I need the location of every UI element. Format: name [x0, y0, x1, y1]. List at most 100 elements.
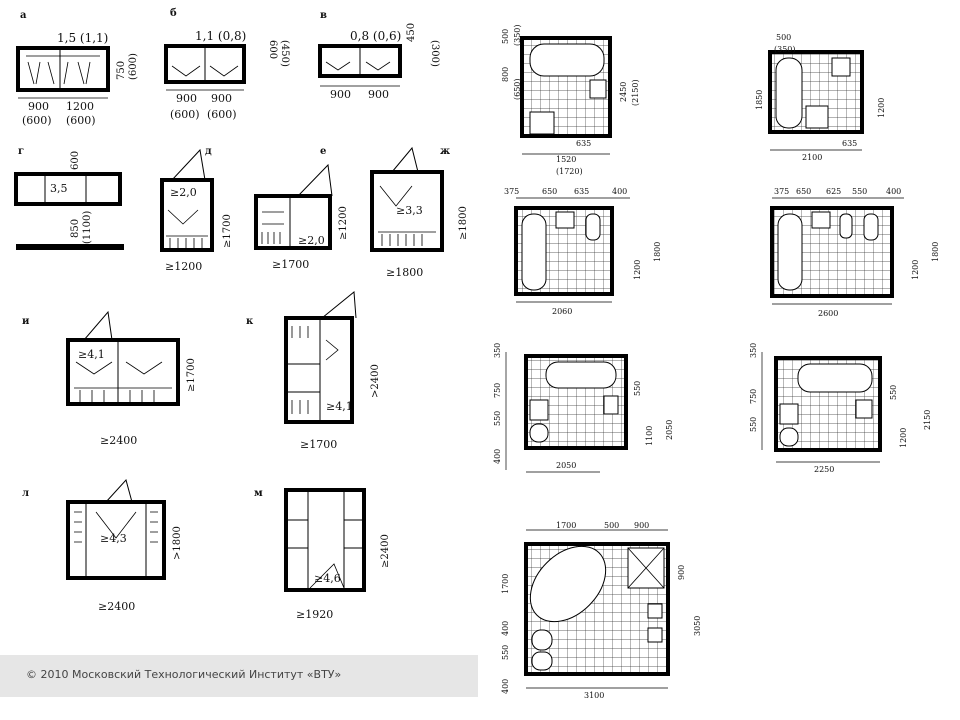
plan-r7: 1700 500 900 1700 400 550 400 900 3050 3… — [501, 521, 702, 700]
plan-r1-left-2: (650) — [513, 78, 522, 100]
plan-r5-right-1: 550 — [633, 381, 642, 396]
plan-g-depth-3: (1100) — [82, 211, 93, 244]
plan-d-width: ≥1200 — [165, 260, 202, 273]
plan-r5-right-2: 1100 — [645, 426, 654, 446]
plan-r3-seg-3: 635 — [574, 187, 589, 196]
plan-v-width-1: 900 — [330, 88, 351, 101]
plan-m-width: ≥1920 — [296, 608, 333, 621]
plan-b-width-2-alt: (600) — [207, 108, 237, 121]
plan-a-width-2-alt: (600) — [66, 114, 96, 127]
plan-g-area: 3,5 — [50, 182, 68, 195]
plan-r7-top-3: 900 — [634, 521, 649, 530]
plan-r2-inner: 635 — [842, 139, 857, 148]
plan-l-letter: л — [22, 488, 29, 499]
plan-r7-right-2: 3050 — [693, 616, 702, 636]
plan-a-depth-1: 750 — [116, 61, 127, 80]
plan-r1-top-2: (350) — [513, 24, 522, 46]
plan-r7-left-1: 1700 — [501, 574, 510, 594]
plan-m: м ≥4,6 ≥2400 ≥1920 — [254, 488, 391, 621]
plan-e-letter: е — [320, 146, 326, 157]
plan-i-height: ≥1700 — [186, 358, 197, 392]
plan-r4-seg-1: 375 — [774, 187, 789, 196]
plan-g: г 3,5 600 850 (1100) — [14, 146, 124, 250]
plan-r6-left-1: 350 — [749, 343, 758, 358]
plan-e: е ≥2,0 ≥1200 ≥1700 — [254, 146, 349, 271]
plan-e-area: ≥2,0 — [298, 234, 325, 247]
plan-r6-right-3: 2150 — [923, 410, 932, 430]
plan-r7-left-2: 400 — [501, 621, 510, 636]
plan-i-width: ≥2400 — [100, 434, 137, 447]
plan-r7-right-1: 900 — [677, 565, 686, 580]
plan-r5-left-3: 550 — [493, 411, 502, 426]
plan-i-letter: и — [22, 316, 30, 327]
plan-r2: 500 (350) 1850 1200 635 2100 — [755, 33, 886, 162]
plan-g-letter: г — [18, 146, 24, 157]
plan-a-width-1: 900 — [28, 100, 49, 113]
plan-a-depth-2: (600) — [128, 53, 139, 80]
plan-r4-right-1: 1200 — [911, 260, 920, 280]
plan-r6-left-3: 550 — [749, 417, 758, 432]
plan-r2-left: 1850 — [755, 90, 764, 110]
plan-r3-seg-4: 400 — [612, 187, 627, 196]
plan-zh-area: ≥3,3 — [396, 204, 423, 217]
plan-v-width-2: 900 — [368, 88, 389, 101]
plan-v-letter: в — [320, 10, 327, 21]
plan-zh-width: ≥1800 — [386, 266, 423, 279]
plan-r5-bottom: 2050 — [556, 461, 576, 470]
plan-e-height: ≥1200 — [338, 206, 349, 240]
plan-r5-left-4: 400 — [493, 449, 502, 464]
plan-r1-bottom-2: (1720) — [556, 167, 583, 176]
plan-b-width-1-alt: (600) — [170, 108, 200, 121]
plan-r5: 350 750 550 400 550 1100 2050 2050 — [493, 343, 674, 473]
plan-r5-left-1: 350 — [493, 343, 502, 358]
plan-m-letter: м — [254, 488, 263, 499]
plan-v-area: 0,8 (0,6) — [350, 29, 401, 43]
plan-r3-seg-1: 375 — [504, 187, 519, 196]
plan-r6-right-2: 1200 — [899, 428, 908, 448]
plan-r1-bottom-1: 1520 — [556, 155, 576, 164]
plan-r4-seg-5: 400 — [886, 187, 901, 196]
plan-r3-right-1: 1200 — [633, 260, 642, 280]
copyright-bar: © 2010 Московский Технологический Инстит… — [0, 655, 478, 697]
plan-r5-left-2: 750 — [493, 383, 502, 398]
plan-a-area: 1,5 (1,1) — [57, 31, 108, 45]
plan-v-depth-2: (300) — [429, 40, 440, 67]
plan-m-area: ≥4,6 — [314, 572, 341, 585]
plan-k-area: ≥4,1 — [326, 400, 353, 413]
plan-r4-right-2: 1800 — [931, 242, 940, 262]
plan-i: и ≥4,1 ≥1700 ≥2400 — [22, 310, 197, 447]
plan-b-depth-2: (450) — [279, 40, 290, 67]
plan-r6-left-2: 750 — [749, 389, 758, 404]
plan-zh: ж ≥3,3 ≥1800 ≥1800 — [370, 146, 469, 279]
plan-l-height: >1800 — [172, 526, 183, 560]
plan-i-area: ≥4,1 — [78, 348, 105, 361]
plan-k-letter: к — [246, 316, 254, 327]
plan-k: к ≥4,1 >2400 ≥1700 — [246, 291, 381, 451]
plan-r4: 375 650 625 550 400 1200 1800 2600 — [770, 187, 940, 318]
plan-r2-top-2: (350) — [774, 45, 796, 54]
plan-r2-right: 1200 — [877, 98, 886, 118]
plan-a: а 1,5 (1,1) 750 (600) 900 1200 (600) (60… — [16, 10, 139, 127]
plan-r1-right-1: 2450 — [619, 82, 628, 102]
plan-zh-letter: ж — [440, 146, 450, 157]
plan-e-width: ≥1700 — [272, 258, 309, 271]
plan-r7-top-2: 500 — [604, 521, 619, 530]
plan-r3-bottom: 2060 — [552, 307, 572, 316]
plan-a-letter: а — [20, 10, 27, 21]
plan-r3-right-2: 1800 — [653, 242, 662, 262]
plan-b: б 1,1 (0,8) 600 (450) 900 900 (600) (600… — [164, 8, 290, 121]
plan-r3-seg-2: 650 — [542, 187, 557, 196]
plan-r7-bottom: 3100 — [584, 691, 604, 700]
plan-r1-right-2: (2150) — [631, 79, 640, 106]
plan-l-area: ≥4,3 — [100, 532, 127, 545]
plan-r6-bottom: 2250 — [814, 465, 834, 474]
plan-r2-bottom: 2100 — [802, 153, 822, 162]
plan-k-width: ≥1700 — [300, 438, 337, 451]
plan-r4-seg-3: 625 — [826, 187, 841, 196]
plan-k-height: >2400 — [370, 364, 381, 398]
plan-d-letter: д — [205, 146, 212, 157]
plan-r7-top-1: 1700 — [556, 521, 576, 530]
plan-zh-height: ≥1800 — [458, 206, 469, 240]
plan-r4-bottom: 2600 — [818, 309, 838, 318]
